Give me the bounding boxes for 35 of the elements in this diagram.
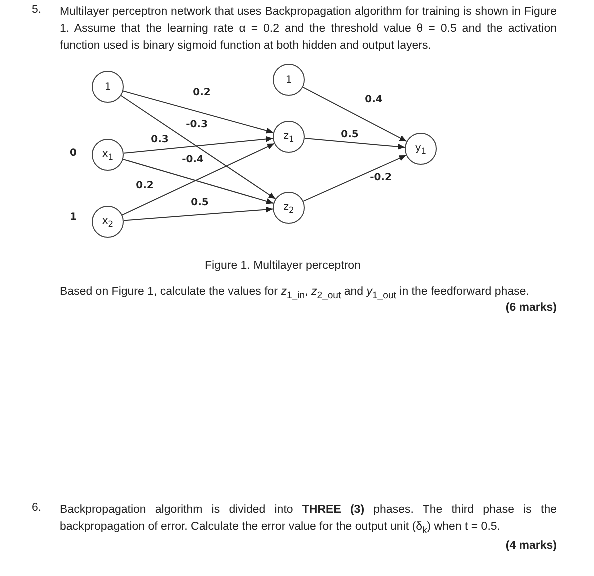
marks-text: (4 marks) <box>506 540 557 552</box>
arrow <box>303 155 407 202</box>
arrow <box>122 143 276 216</box>
weight-label: -0.4 <box>181 154 205 166</box>
weight-label: 0.5 <box>340 130 360 140</box>
arrow <box>302 86 408 142</box>
neuron-circle: x$_{2}$ <box>92 206 124 238</box>
arrow <box>120 95 276 200</box>
question-text: Based on Figure 1, calculate the values for z$_{1_in}$, z$_{2_out}$ and y$_{1_out}$ in the feedforward phase. <box>60 285 530 302</box>
neuron-circle: z$_{1}$ <box>273 121 305 153</box>
question-number: 6. <box>32 502 42 514</box>
arrow <box>123 136 274 154</box>
arrow <box>122 90 274 134</box>
arrow <box>123 206 274 222</box>
weight-label: -0.3 <box>185 120 209 130</box>
neuron-circle: 1 <box>273 64 305 96</box>
input-value: 1 <box>70 212 77 223</box>
question-text: Backpropagation algorithm is divided into THREE (3) phases. The third phase is the backpropagation of error. Calculate the error value for the output unit (δ$_{k}$) when t = 0.5. <box>60 503 557 538</box>
arrow <box>304 138 406 150</box>
figure-caption: Figure 1. Multilayer perceptron <box>205 260 361 272</box>
neuron-circle: x$_{1}$ <box>92 139 124 171</box>
weight-label: 0.3 <box>150 134 170 146</box>
weight-label: 0.5 <box>190 198 210 208</box>
weight-label: 0.2 <box>135 180 155 192</box>
marks-text: (6 marks) <box>506 302 557 314</box>
weight-label: 0.2 <box>192 88 212 98</box>
question-text: Multilayer perceptron network that uses Backpropagation algorithm for training is shown in Figure 1. Assume that the learning rate α = 0.2 and the threshold value θ = 0.5 and the activation function used is binary sigmoid function at both hidden and output layers. <box>60 5 557 54</box>
neuron-circle: z$_{2}$ <box>273 192 305 224</box>
neuron-circle: y$_{1}$ <box>405 133 437 165</box>
arrow <box>122 159 274 204</box>
neuron-circle: 1 <box>92 71 124 103</box>
question-number: 5. <box>32 4 42 16</box>
input-value: 0 <box>70 148 77 159</box>
weight-label: 0.4 <box>364 94 384 106</box>
weight-label: -0.2 <box>369 172 393 184</box>
